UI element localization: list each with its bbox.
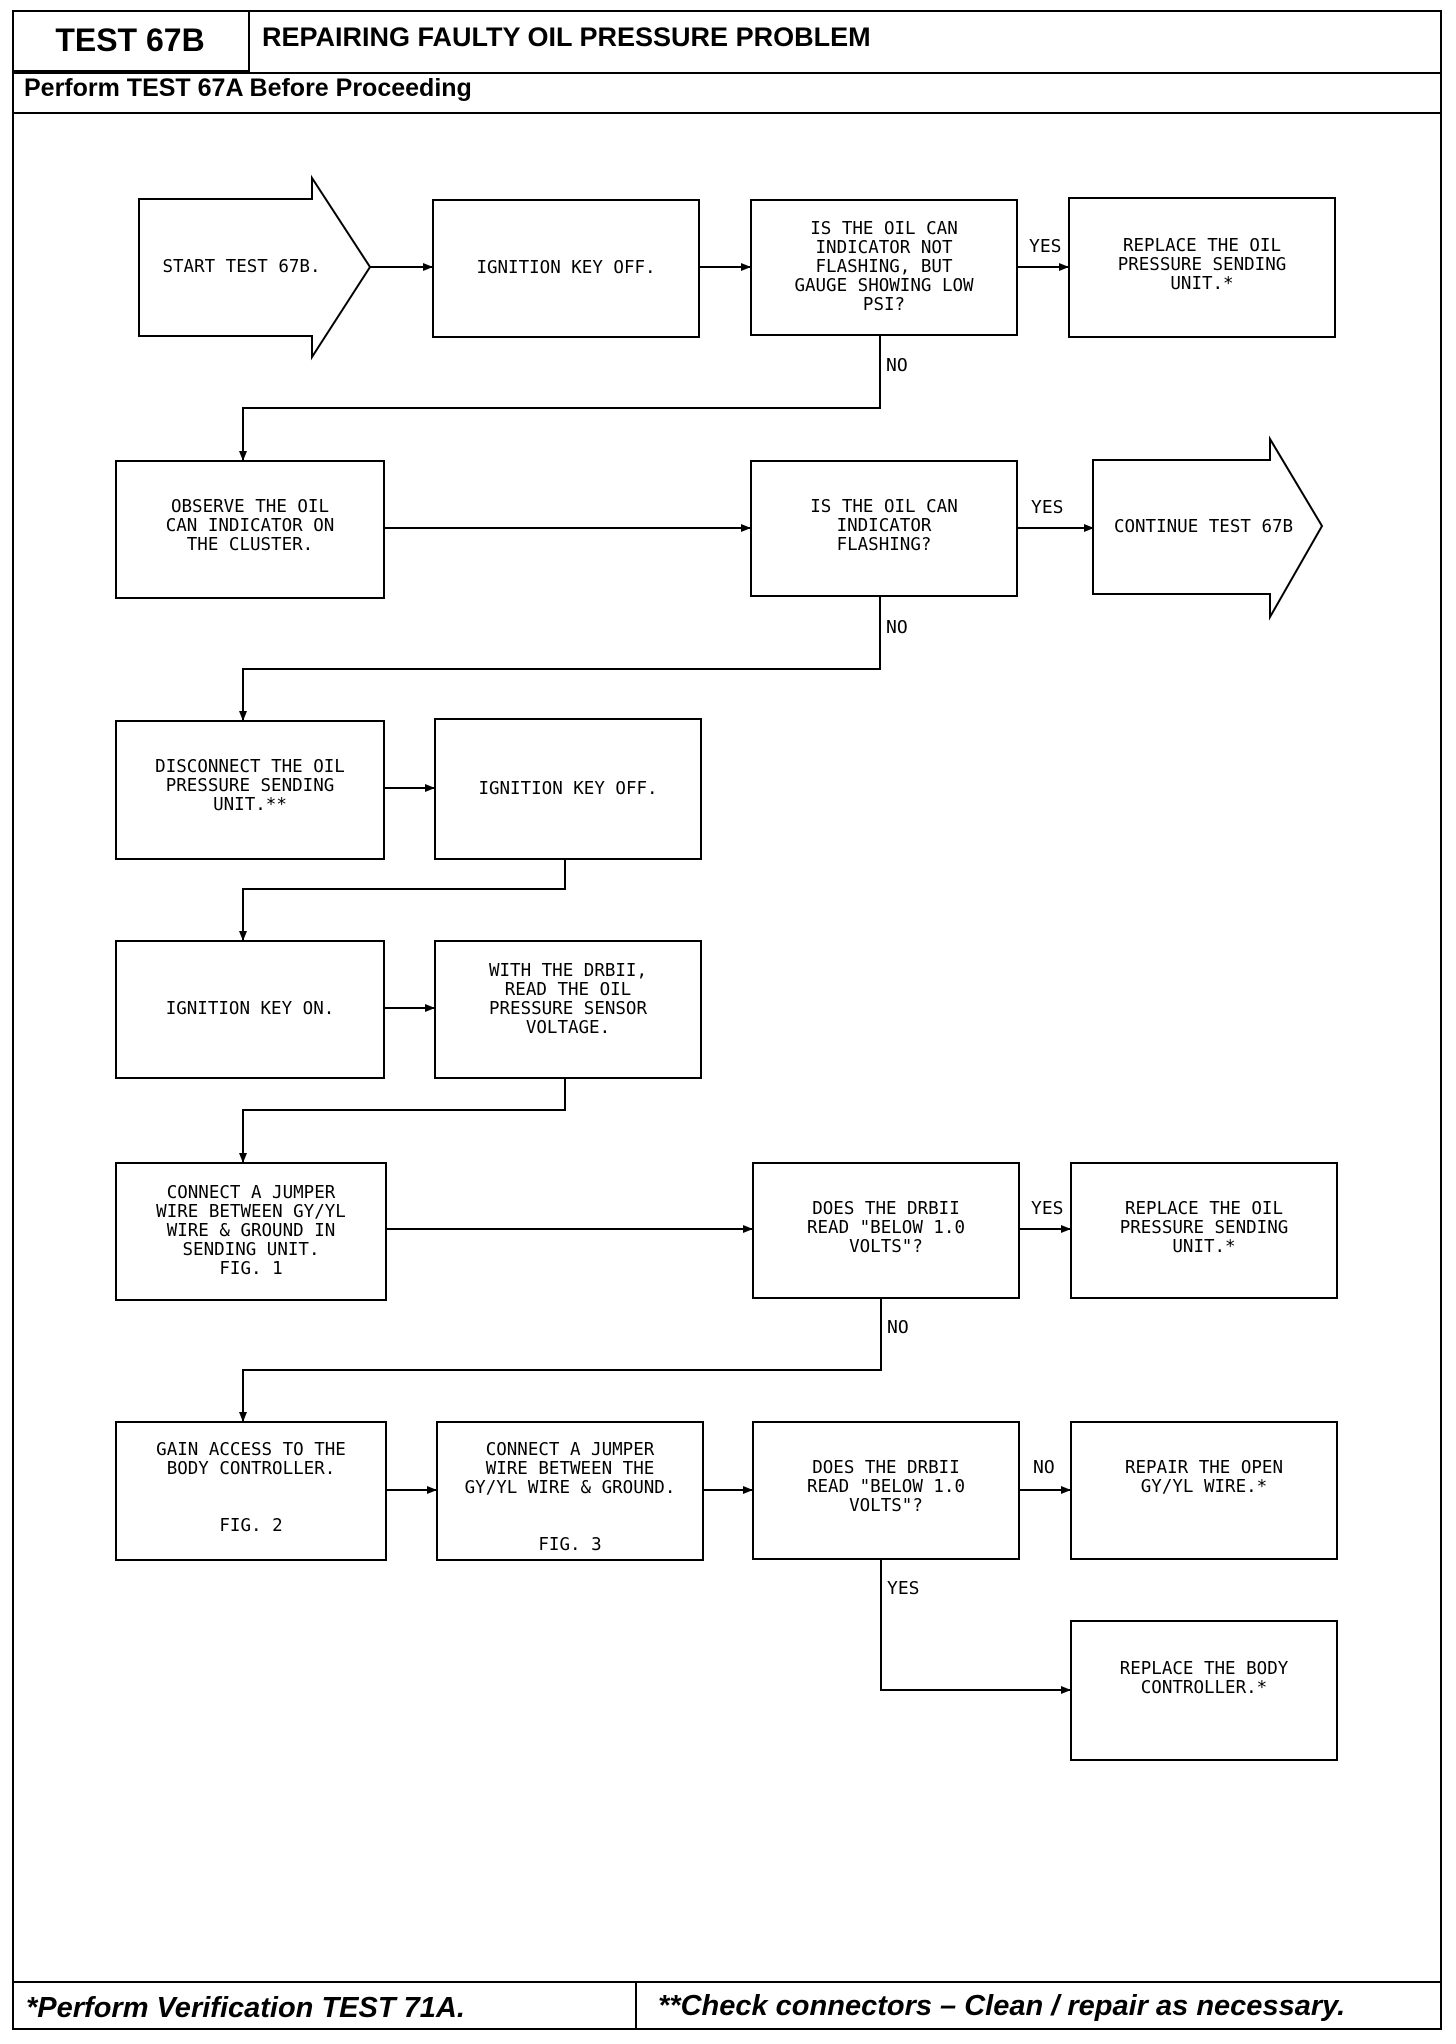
read-sensor-voltage-node: WITH THE DRBII, READ THE OIL PRESSURE SE… [434, 940, 702, 1079]
continue-arrow-shape [1092, 435, 1324, 621]
decision-below-1v-second: DOES THE DRBII READ "BELOW 1.0 VOLTS"? [752, 1421, 1020, 1560]
jumper-ground-node: CONNECT A JUMPER WIRE BETWEEN THE GY/YL … [436, 1421, 704, 1561]
yes-label-2: YES [1031, 497, 1064, 518]
start-test-node: START TEST 67B. [162, 257, 321, 277]
page-subtitle: Perform TEST 67A Before Proceeding [24, 74, 472, 102]
no-label-3: NO [887, 1317, 909, 1338]
replace-body-controller-node: REPLACE THE BODY CONTROLLER.* [1070, 1620, 1338, 1761]
observe-indicator-node: OBSERVE THE OIL CAN INDICATOR ON THE CLU… [115, 460, 385, 599]
no-label-2: NO [886, 617, 908, 638]
continue-test-node: CONTINUE TEST 67B [1113, 516, 1294, 537]
repair-open-wire-node: REPAIR THE OPEN GY/YL WIRE.* [1070, 1421, 1338, 1560]
yes-label-1: YES [1029, 236, 1062, 257]
replace-sending-unit-node-2: REPLACE THE OIL PRESSURE SENDING UNIT.* [1070, 1162, 1338, 1299]
no-label-1: NO [886, 355, 908, 376]
start-arrow-shape [138, 174, 372, 361]
page-title: REPAIRING FAULTY OIL PRESSURE PROBLEM [262, 22, 871, 52]
yes-label-3: YES [1031, 1198, 1064, 1219]
disconnect-sending-unit-node: DISCONNECT THE OIL PRESSURE SENDING UNIT… [115, 720, 385, 860]
yes-label-4: YES [887, 1578, 920, 1599]
ignition-key-off-node-1: IGNITION KEY OFF. [432, 199, 700, 338]
subtitle-divider [12, 112, 1442, 114]
ignition-key-on-node: IGNITION KEY ON. [115, 940, 385, 1079]
decision-flashing: IS THE OIL CAN INDICATOR FLASHING? [750, 460, 1018, 597]
decision-below-1v-first: DOES THE DRBII READ "BELOW 1.0 VOLTS"? [752, 1162, 1020, 1299]
replace-sending-unit-node-1: REPLACE THE OIL PRESSURE SENDING UNIT.* [1068, 197, 1336, 338]
footer-note-connectors: **Check connectors – Clean / repair as n… [658, 1990, 1346, 2022]
ignition-key-off-node-2: IGNITION KEY OFF. [434, 718, 702, 860]
no-label-4: NO [1033, 1457, 1055, 1478]
decision-not-flashing: IS THE OIL CAN INDICATOR NOT FLASHING, B… [750, 199, 1018, 336]
test-id: TEST 67B [12, 10, 250, 72]
gain-access-body-controller-node: GAIN ACCESS TO THE BODY CONTROLLER. FIG.… [115, 1421, 387, 1561]
header-divider [12, 72, 1442, 74]
page-frame [12, 10, 1442, 2030]
jumper-sending-unit-node: CONNECT A JUMPER WIRE BETWEEN GY/YL WIRE… [115, 1162, 387, 1301]
footer-note-verification: *Perform Verification TEST 71A. [26, 1992, 465, 2024]
